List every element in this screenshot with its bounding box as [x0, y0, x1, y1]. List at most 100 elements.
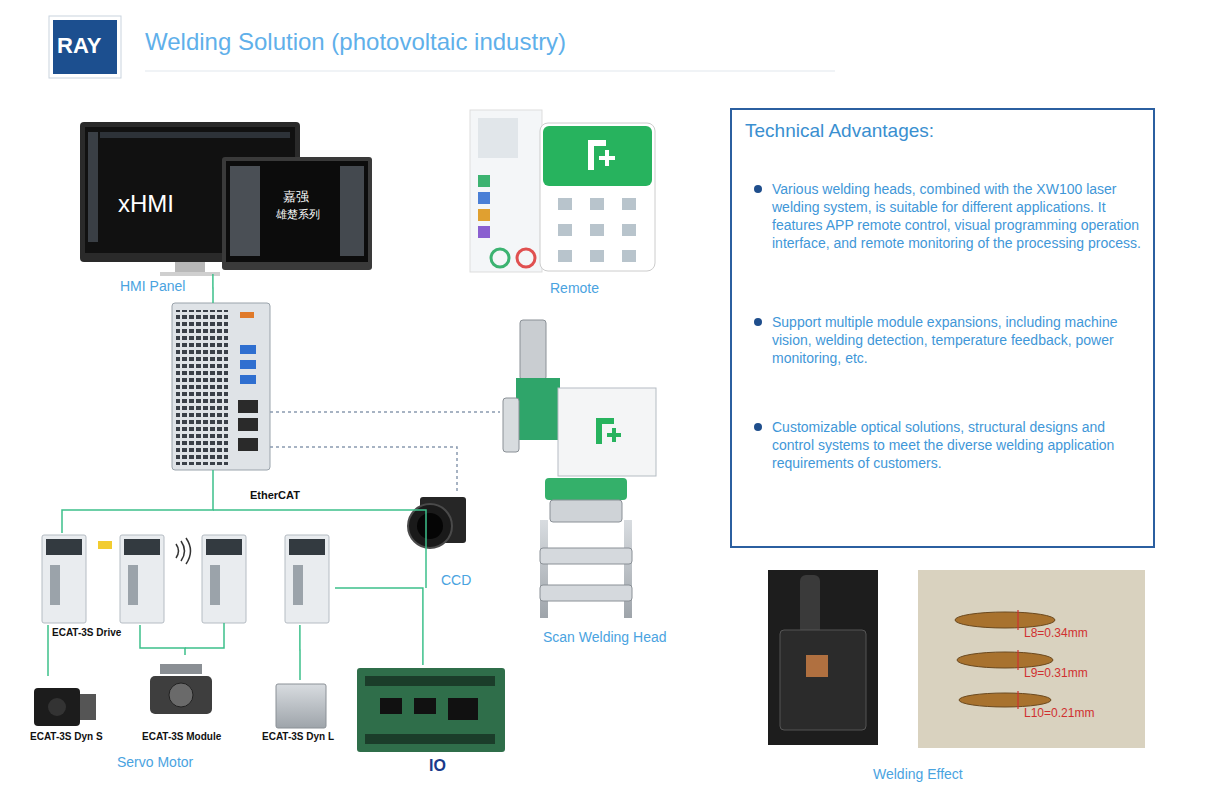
app-preview — [478, 118, 518, 158]
motor-flange — [80, 694, 96, 720]
drive-connector — [293, 565, 303, 605]
photo-detail — [780, 630, 866, 730]
diagram-title: Welding Solution (photovoltaic industry) — [145, 28, 566, 56]
photo-right — [918, 570, 1145, 748]
drive-display — [289, 539, 325, 555]
monitor-screen — [226, 161, 368, 262]
monitor-frame — [222, 157, 372, 270]
image-label: Scan Welding Head — [543, 629, 666, 645]
part-label: ECAT-3S Module — [142, 731, 221, 742]
app-icon — [478, 192, 490, 204]
drive-display — [46, 539, 82, 555]
bullet-text: Support multiple module expansions, incl… — [772, 313, 1144, 367]
part-label: IO — [429, 757, 446, 775]
side-nozzle — [503, 398, 519, 452]
chip — [414, 698, 436, 714]
box-heading: Technical Advantages: — [745, 120, 934, 142]
remote-app — [470, 110, 655, 272]
ethernet-port — [238, 438, 258, 451]
image-label: HMI Panel — [120, 278, 185, 294]
green-block — [516, 378, 560, 440]
scan-welding-head: Scan Welding Head — [500, 318, 682, 620]
wire-connector — [212, 274, 214, 303]
drive-display — [124, 539, 160, 555]
lens-barrel — [550, 500, 622, 522]
ccd-camera — [408, 497, 466, 548]
terminal-strip — [365, 734, 495, 744]
phone-icon — [558, 250, 572, 262]
power-plug — [240, 312, 254, 318]
io-board: IO — [355, 665, 508, 755]
weld-seam — [959, 693, 1051, 707]
motor-cap — [48, 698, 66, 716]
app-icon — [478, 175, 490, 187]
linear-motor-body — [276, 684, 326, 728]
brand-mark — [607, 433, 621, 437]
app-icon — [478, 209, 490, 221]
usb-port — [240, 375, 256, 384]
side-panel — [340, 166, 364, 256]
phone-icon — [622, 224, 636, 236]
ccd-camera: CCD — [403, 492, 478, 568]
menubar — [100, 132, 290, 138]
chip — [380, 698, 402, 714]
phone-icon — [590, 224, 604, 236]
bus-wiring — [185, 510, 426, 648]
lens-glass — [417, 513, 443, 539]
motor-body — [34, 688, 80, 726]
drive-unit — [42, 535, 86, 623]
part-label: ECAT-3S Dyn S — [30, 731, 103, 742]
controller: EtherCAT — [172, 303, 270, 470]
image-label: CCD — [441, 572, 471, 588]
ethernet-port — [238, 418, 258, 431]
brand-mark — [596, 418, 614, 424]
toolbar — [88, 132, 98, 242]
bracket — [540, 548, 632, 564]
part-label: ECAT-3S Drive — [52, 627, 121, 638]
remote-app: Remote — [468, 108, 658, 272]
gauge — [517, 249, 535, 267]
bracket — [540, 585, 632, 601]
advantages-box: Technical Advantages: Various welding hea… — [730, 108, 1155, 548]
welding-effect: Welding Effect — [765, 568, 1148, 750]
welding-photos — [768, 570, 1145, 748]
phone-icon — [622, 250, 636, 262]
dimension: L10=0.21mm — [1024, 706, 1094, 720]
lens-ring — [545, 478, 627, 500]
ethercat-bus — [213, 510, 426, 588]
phone-icon — [590, 198, 604, 210]
wire-connector — [299, 625, 301, 680]
chip — [448, 698, 478, 720]
dashed-link — [270, 411, 500, 413]
rail — [624, 520, 632, 618]
servo-drives: ECAT-3S Drive — [40, 533, 335, 625]
usb-port — [240, 360, 256, 369]
terminal-strip — [365, 676, 495, 686]
side-panel — [230, 166, 260, 256]
drive-unit — [202, 535, 246, 623]
brand-mark — [599, 156, 615, 160]
image-label: Welding Effect — [873, 766, 963, 782]
heat-fins — [176, 310, 228, 465]
drive-unit — [120, 535, 164, 623]
wire-connector — [47, 625, 49, 676]
part-label: ECAT-3S Dyn L — [262, 731, 334, 742]
phone-icon — [622, 198, 636, 210]
phone-icon — [558, 198, 572, 210]
bus-label: EtherCAT — [250, 489, 300, 501]
drive-connector — [210, 565, 220, 605]
dimension: L9=0.31mm — [1024, 666, 1088, 680]
brand-mark — [588, 140, 606, 146]
gauge — [491, 249, 509, 267]
bullet-text: Various welding heads, combined with the… — [772, 180, 1144, 252]
drive-unit — [285, 535, 329, 623]
phone-icon — [590, 250, 604, 262]
monitor-base — [160, 272, 220, 276]
screen-text: xHMI — [118, 190, 174, 218]
copper-tab — [806, 655, 828, 677]
title-rule — [145, 70, 835, 72]
module-rotor — [169, 683, 193, 707]
linear-motor: ECAT-3S Dyn L — [258, 680, 335, 730]
wire-connector — [140, 625, 185, 655]
